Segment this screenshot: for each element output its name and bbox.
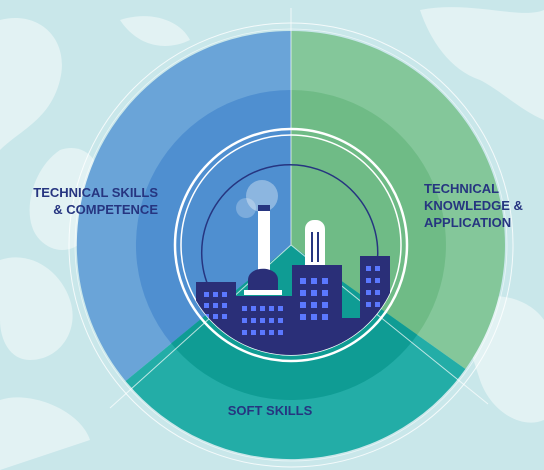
label-line: APPLICATION bbox=[424, 215, 512, 230]
label-line: SOFT SKILLS bbox=[227, 403, 313, 418]
label-line: KNOWLEDGE & bbox=[424, 198, 523, 213]
segment-technical-skills-inner bbox=[135, 89, 291, 344]
label-technical-knowledge-application: TECHNICAL KNOWLEDGE & APPLICATION bbox=[424, 180, 544, 231]
world-map-background bbox=[0, 7, 544, 470]
label-technical-skills-competence: TECHNICAL SKILLS & COMPETENCE bbox=[6, 184, 158, 218]
label-line: TECHNICAL bbox=[424, 181, 500, 196]
center-ring-outer bbox=[173, 127, 409, 363]
label-line: TECHNICAL SKILLS bbox=[33, 185, 158, 200]
label-soft-skills: SOFT SKILLS bbox=[200, 402, 340, 419]
label-line: & COMPETENCE bbox=[53, 202, 158, 217]
factory-chimney-icon bbox=[244, 205, 325, 295]
